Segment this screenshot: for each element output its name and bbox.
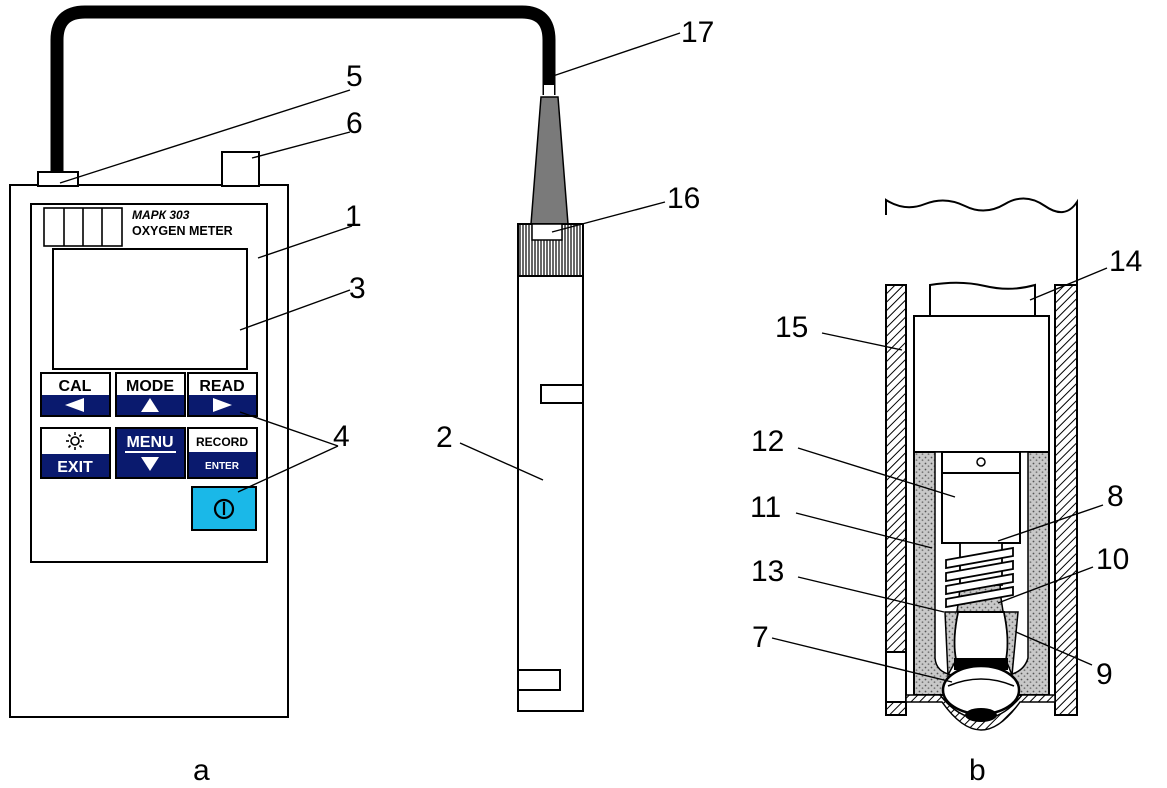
device-name-label: OXYGEN METER — [132, 224, 233, 238]
cathode-body — [953, 611, 1009, 661]
sleeve-wall-left — [885, 284, 907, 716]
callout-14: 14 — [1109, 245, 1142, 278]
callout-17: 17 — [681, 16, 714, 49]
read-button[interactable]: READ — [187, 372, 258, 417]
anode-block — [941, 472, 1021, 544]
callout-10: 10 — [1096, 543, 1129, 576]
probe-slot-upper — [540, 384, 584, 404]
callout-3: 3 — [349, 272, 366, 305]
menu-button-label: MENU — [126, 434, 173, 451]
menu-button[interactable]: MENU — [115, 427, 186, 479]
callout-15: 15 — [775, 311, 808, 344]
cap-top — [941, 451, 1021, 474]
panel-label-b: b — [969, 754, 986, 783]
callout-16: 16 — [667, 182, 700, 215]
cap-window — [531, 223, 563, 241]
read-button-label: READ — [199, 378, 244, 395]
membrane-tip — [965, 708, 997, 722]
light-exit-button[interactable]: EXIT — [40, 427, 111, 479]
model-label: МАРК 303 — [132, 208, 190, 222]
meter-body: МАРК 303 OXYGEN METER CAL MODE READ — [9, 151, 289, 718]
upper-housing — [885, 197, 1078, 285]
display — [52, 248, 248, 370]
arrow-down-icon — [141, 457, 159, 471]
power-icon — [213, 498, 235, 520]
exit-button-label: EXIT — [57, 459, 93, 476]
mode-button-label: MODE — [126, 378, 174, 395]
membrane-bulb — [941, 664, 1021, 716]
callout-numbers: 1 2 3 4 5 6 7 8 9 10 11 12 13 14 15 16 1… — [333, 16, 1142, 691]
top-insert — [929, 281, 1036, 317]
callout-11: 11 — [750, 491, 781, 524]
cable-marker — [544, 85, 554, 95]
mode-button[interactable]: MODE — [115, 372, 186, 417]
enter-button-label: ENTER — [205, 461, 240, 472]
cap-hole — [976, 457, 986, 467]
record-button-label: RECORD — [196, 435, 248, 449]
strain-relief-cone — [530, 96, 569, 225]
panel-label-a: a — [193, 754, 210, 783]
callout-5: 5 — [346, 60, 363, 93]
probe — [517, 85, 584, 712]
sleeve-window — [885, 651, 907, 703]
callout-9: 9 — [1096, 658, 1113, 691]
cable-connector — [37, 171, 79, 187]
sensor-head — [913, 315, 1050, 453]
leader-lines — [59, 32, 1108, 683]
cal-button[interactable]: CAL — [40, 372, 111, 417]
power-button[interactable] — [191, 486, 257, 531]
arrow-left-icon — [65, 398, 84, 412]
cable — [50, 5, 556, 178]
probe-slot-lower — [517, 669, 561, 691]
arrow-up-icon — [141, 398, 159, 412]
probe-body — [517, 275, 584, 712]
callout-1: 1 — [345, 200, 362, 233]
arrow-right-icon — [213, 398, 232, 412]
record-enter-button[interactable]: RECORD ENTER — [187, 427, 258, 479]
callout-6: 6 — [346, 107, 363, 140]
logo-boxes — [43, 207, 123, 247]
callout-4: 4 — [333, 420, 350, 453]
callout-7: 7 — [752, 621, 769, 654]
spiral-coil — [945, 542, 1014, 609]
bulb-highlight — [947, 678, 1015, 687]
sensor-section — [885, 197, 1078, 731]
callout-13: 13 — [751, 555, 784, 588]
callout-8: 8 — [1107, 480, 1124, 513]
cal-button-label: CAL — [59, 378, 92, 395]
sun-icon — [66, 432, 84, 450]
callout-2: 2 — [436, 421, 453, 454]
callout-12: 12 — [751, 425, 784, 458]
